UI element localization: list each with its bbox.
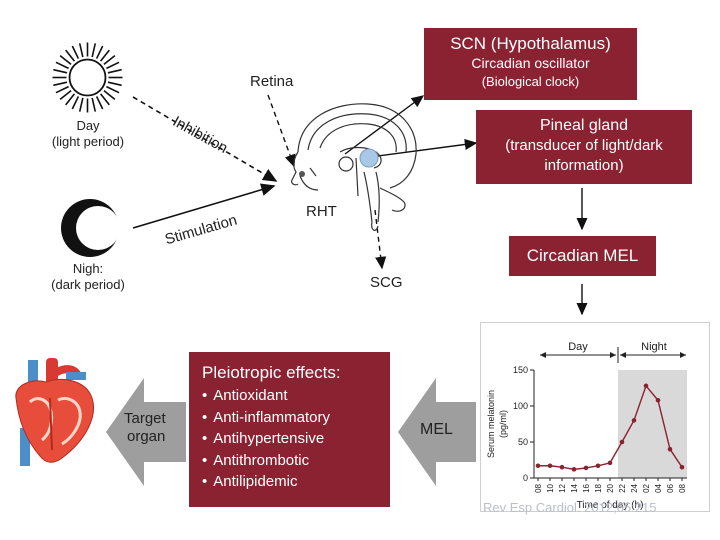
- pineal-subtitle: (transducer of light/dark: [505, 137, 663, 154]
- effect-item: Anti-inflammatory: [202, 407, 390, 429]
- night-shade: [618, 370, 687, 478]
- scn-box: SCN (Hypothalamus) Circadian oscillator …: [424, 28, 637, 100]
- moon-icon: [61, 199, 120, 257]
- retina-arrow: [267, 94, 296, 168]
- pleiotropic-box: Pleiotropic effects: Antioxidant Anti-in…: [189, 352, 390, 507]
- effect-item: Antioxidant: [202, 385, 390, 407]
- mel-arrow-label: MEL: [420, 421, 453, 438]
- x-tick-label: 06: [666, 483, 675, 492]
- data-point: [571, 467, 577, 472]
- night-period-label: Night: [641, 341, 667, 353]
- data-point: [583, 465, 589, 471]
- scn-subtitle: Circadian oscillator: [471, 55, 590, 71]
- data-point: [631, 418, 637, 423]
- x-tick-label: 20: [606, 483, 615, 492]
- heart-illustration: [15, 358, 94, 466]
- data-point: [547, 463, 553, 469]
- target-label-1: Target: [124, 410, 166, 427]
- target-label-2: organ: [127, 428, 166, 445]
- target-organ-block-arrow: [106, 378, 186, 486]
- pineal-arrow: [377, 138, 478, 157]
- data-point: [679, 464, 685, 470]
- y-tick-label: 150: [513, 365, 528, 375]
- brain-illustration: [291, 103, 417, 231]
- pineal-title: Pineal gland: [539, 117, 629, 134]
- x-tick-label: 08: [678, 483, 687, 492]
- data-point: [607, 460, 613, 466]
- scn-arrow: [344, 95, 425, 155]
- day-period-label: Day: [568, 341, 588, 353]
- x-tick-label: 14: [570, 483, 579, 492]
- sun-icon: [52, 42, 123, 113]
- effects-list: Antioxidant Anti-inflammatory Antihypert…: [202, 385, 390, 493]
- scn-note: (Biological clock): [481, 74, 580, 89]
- data-point: [619, 439, 625, 445]
- data-point: [559, 464, 565, 470]
- retina-label: Retina: [250, 73, 294, 90]
- night-label: Nigh:: [72, 261, 104, 276]
- scg-arrow: [374, 209, 387, 270]
- data-point: [535, 463, 541, 469]
- inhibition-arrow: [132, 96, 278, 182]
- night-span-arrowhead: [620, 352, 626, 358]
- x-tick-label: 12: [558, 483, 567, 492]
- data-point: [595, 463, 601, 469]
- data-point: [667, 446, 673, 452]
- x-tick-label: 10: [546, 483, 555, 492]
- data-point: [643, 383, 649, 389]
- x-tick-label: 04: [654, 483, 663, 492]
- effect-item: Antihypertensive: [202, 428, 390, 450]
- day-label: Day: [76, 118, 100, 133]
- day-span-arrowhead: [540, 352, 546, 358]
- x-tick-label: 02: [642, 483, 651, 492]
- effect-item: Antilipidemic: [202, 471, 390, 493]
- night-sublabel: (dark period): [51, 277, 125, 292]
- citation-text: Rev Esp Cardiol. 2012;65:215: [483, 500, 657, 515]
- y-axis-label: Serum melatonin: [486, 390, 496, 458]
- circadian-mel-box: Circadian MEL: [509, 236, 656, 276]
- scn-title: SCN (Hypothalamus): [450, 34, 611, 53]
- day-sublabel: (light period): [51, 134, 125, 149]
- night-span-arrowhead: [680, 352, 686, 358]
- pleiotropic-title: Pleiotropic effects:: [202, 363, 341, 382]
- x-tick-label: 24: [630, 483, 639, 492]
- effect-item: Antithrombotic: [202, 450, 390, 472]
- y-axis-unit: (pg/ml): [498, 410, 508, 438]
- x-tick-label: 08: [534, 483, 543, 492]
- pineal-box: Pineal gland (transducer of light/dark i…: [476, 110, 692, 184]
- x-tick-label: 22: [618, 483, 627, 492]
- y-tick-label: 0: [523, 473, 528, 483]
- circadian-mel-label: Circadian MEL: [526, 246, 639, 265]
- stimulation-arrow: [132, 183, 276, 229]
- x-axis-label: Time of day (h): [577, 500, 644, 510]
- mel-block-arrow: [398, 378, 476, 486]
- pineal-note: information): [544, 157, 624, 174]
- scg-label: SCG: [370, 274, 403, 291]
- data-point: [655, 397, 661, 403]
- x-tick-label: 18: [594, 483, 603, 492]
- rht-label: RHT: [306, 203, 337, 220]
- y-tick-label: 100: [513, 401, 528, 411]
- x-tick-label: 16: [582, 483, 591, 492]
- y-tick-label: 50: [518, 437, 528, 447]
- day-span-arrowhead: [610, 352, 616, 358]
